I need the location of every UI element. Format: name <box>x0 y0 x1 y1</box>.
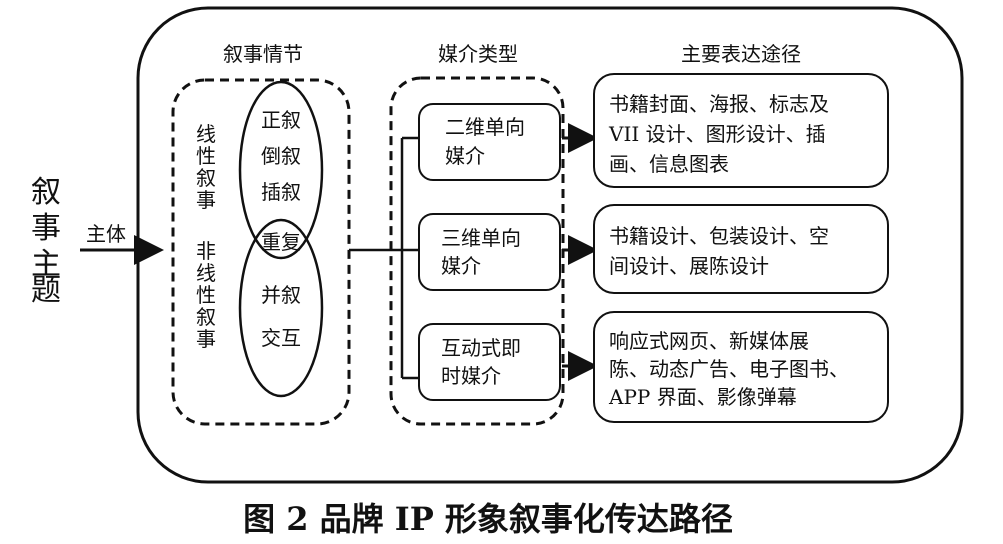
narrative-interpolation: 插叙 <box>261 180 301 204</box>
media-interactive-line1: 互动式即 <box>441 336 521 360</box>
linear-char-2: 性 <box>196 144 216 168</box>
nonlinear-char-4: 叙 <box>196 305 216 329</box>
header-expression: 主要表达途径 <box>681 42 801 66</box>
linear-narrative-label: 线 性 叙 事 <box>196 122 216 212</box>
expression-3d-line1: 书籍设计、包装设计、空 <box>609 224 829 248</box>
header-media-type: 媒介类型 <box>438 42 518 66</box>
linear-char-4: 事 <box>196 188 216 212</box>
media-3d-line2: 媒介 <box>441 254 481 278</box>
narrative-parallel: 并叙 <box>261 283 301 307</box>
nonlinear-char-2: 线 <box>196 261 216 285</box>
media-2d-line2: 媒介 <box>445 144 485 168</box>
nonlinear-ellipse <box>238 218 324 398</box>
linear-char-3: 叙 <box>196 166 216 190</box>
narrative-interactive: 交互 <box>261 326 301 350</box>
subject-char-1: 叙 <box>31 175 61 210</box>
figure-caption: 图 2 品牌 IP 形象叙事化传达路径 <box>243 500 733 538</box>
arrow-label: 主体 <box>86 222 126 246</box>
narrative-dashed-box <box>171 78 351 426</box>
media-box-2d <box>418 103 561 181</box>
expression-3d-line2: 间设计、展陈设计 <box>609 254 769 278</box>
narrative-flashback: 倒叙 <box>261 144 301 168</box>
linear-ellipse <box>238 80 324 260</box>
expression-box-3d <box>593 204 889 294</box>
media-box-3d <box>418 213 561 291</box>
subject-char-4: 题 <box>31 273 61 308</box>
subject-char-3: 主 <box>31 247 61 282</box>
narrative-repetition: 重复 <box>261 230 301 254</box>
expression-2d-line1: 书籍封面、海报、标志及 <box>609 92 829 116</box>
narrative-forward: 正叙 <box>261 108 301 132</box>
media-3d-line1: 三维单向 <box>441 226 521 250</box>
expression-box-interactive <box>593 311 889 423</box>
expression-box-2d <box>593 73 889 188</box>
subject-char-2: 事 <box>31 211 61 246</box>
media-box-interactive <box>418 323 561 401</box>
nonlinear-char-5: 事 <box>196 327 216 351</box>
nonlinear-char-3: 性 <box>196 283 216 307</box>
expression-interactive-line3: APP 界面、影像弹幕 <box>608 385 797 409</box>
media-interactive-line2: 时媒介 <box>441 364 501 388</box>
subject-label: 叙 事 主 题 <box>31 175 61 308</box>
expression-2d-line3: 画、信息图表 <box>609 152 729 176</box>
linear-char-1: 线 <box>196 122 216 146</box>
expression-2d-line2: VII 设计、图形设计、插 <box>608 122 826 146</box>
header-narrative-plot: 叙事情节 <box>223 42 303 66</box>
nonlinear-narrative-label: 非 线 性 叙 事 <box>196 239 216 351</box>
media-2d-line1: 二维单向 <box>445 115 525 139</box>
nonlinear-char-1: 非 <box>196 239 216 263</box>
expression-interactive-line1: 响应式网页、新媒体展 <box>609 329 809 353</box>
expression-interactive-line2: 陈、动态广告、电子图书、 <box>609 357 849 381</box>
